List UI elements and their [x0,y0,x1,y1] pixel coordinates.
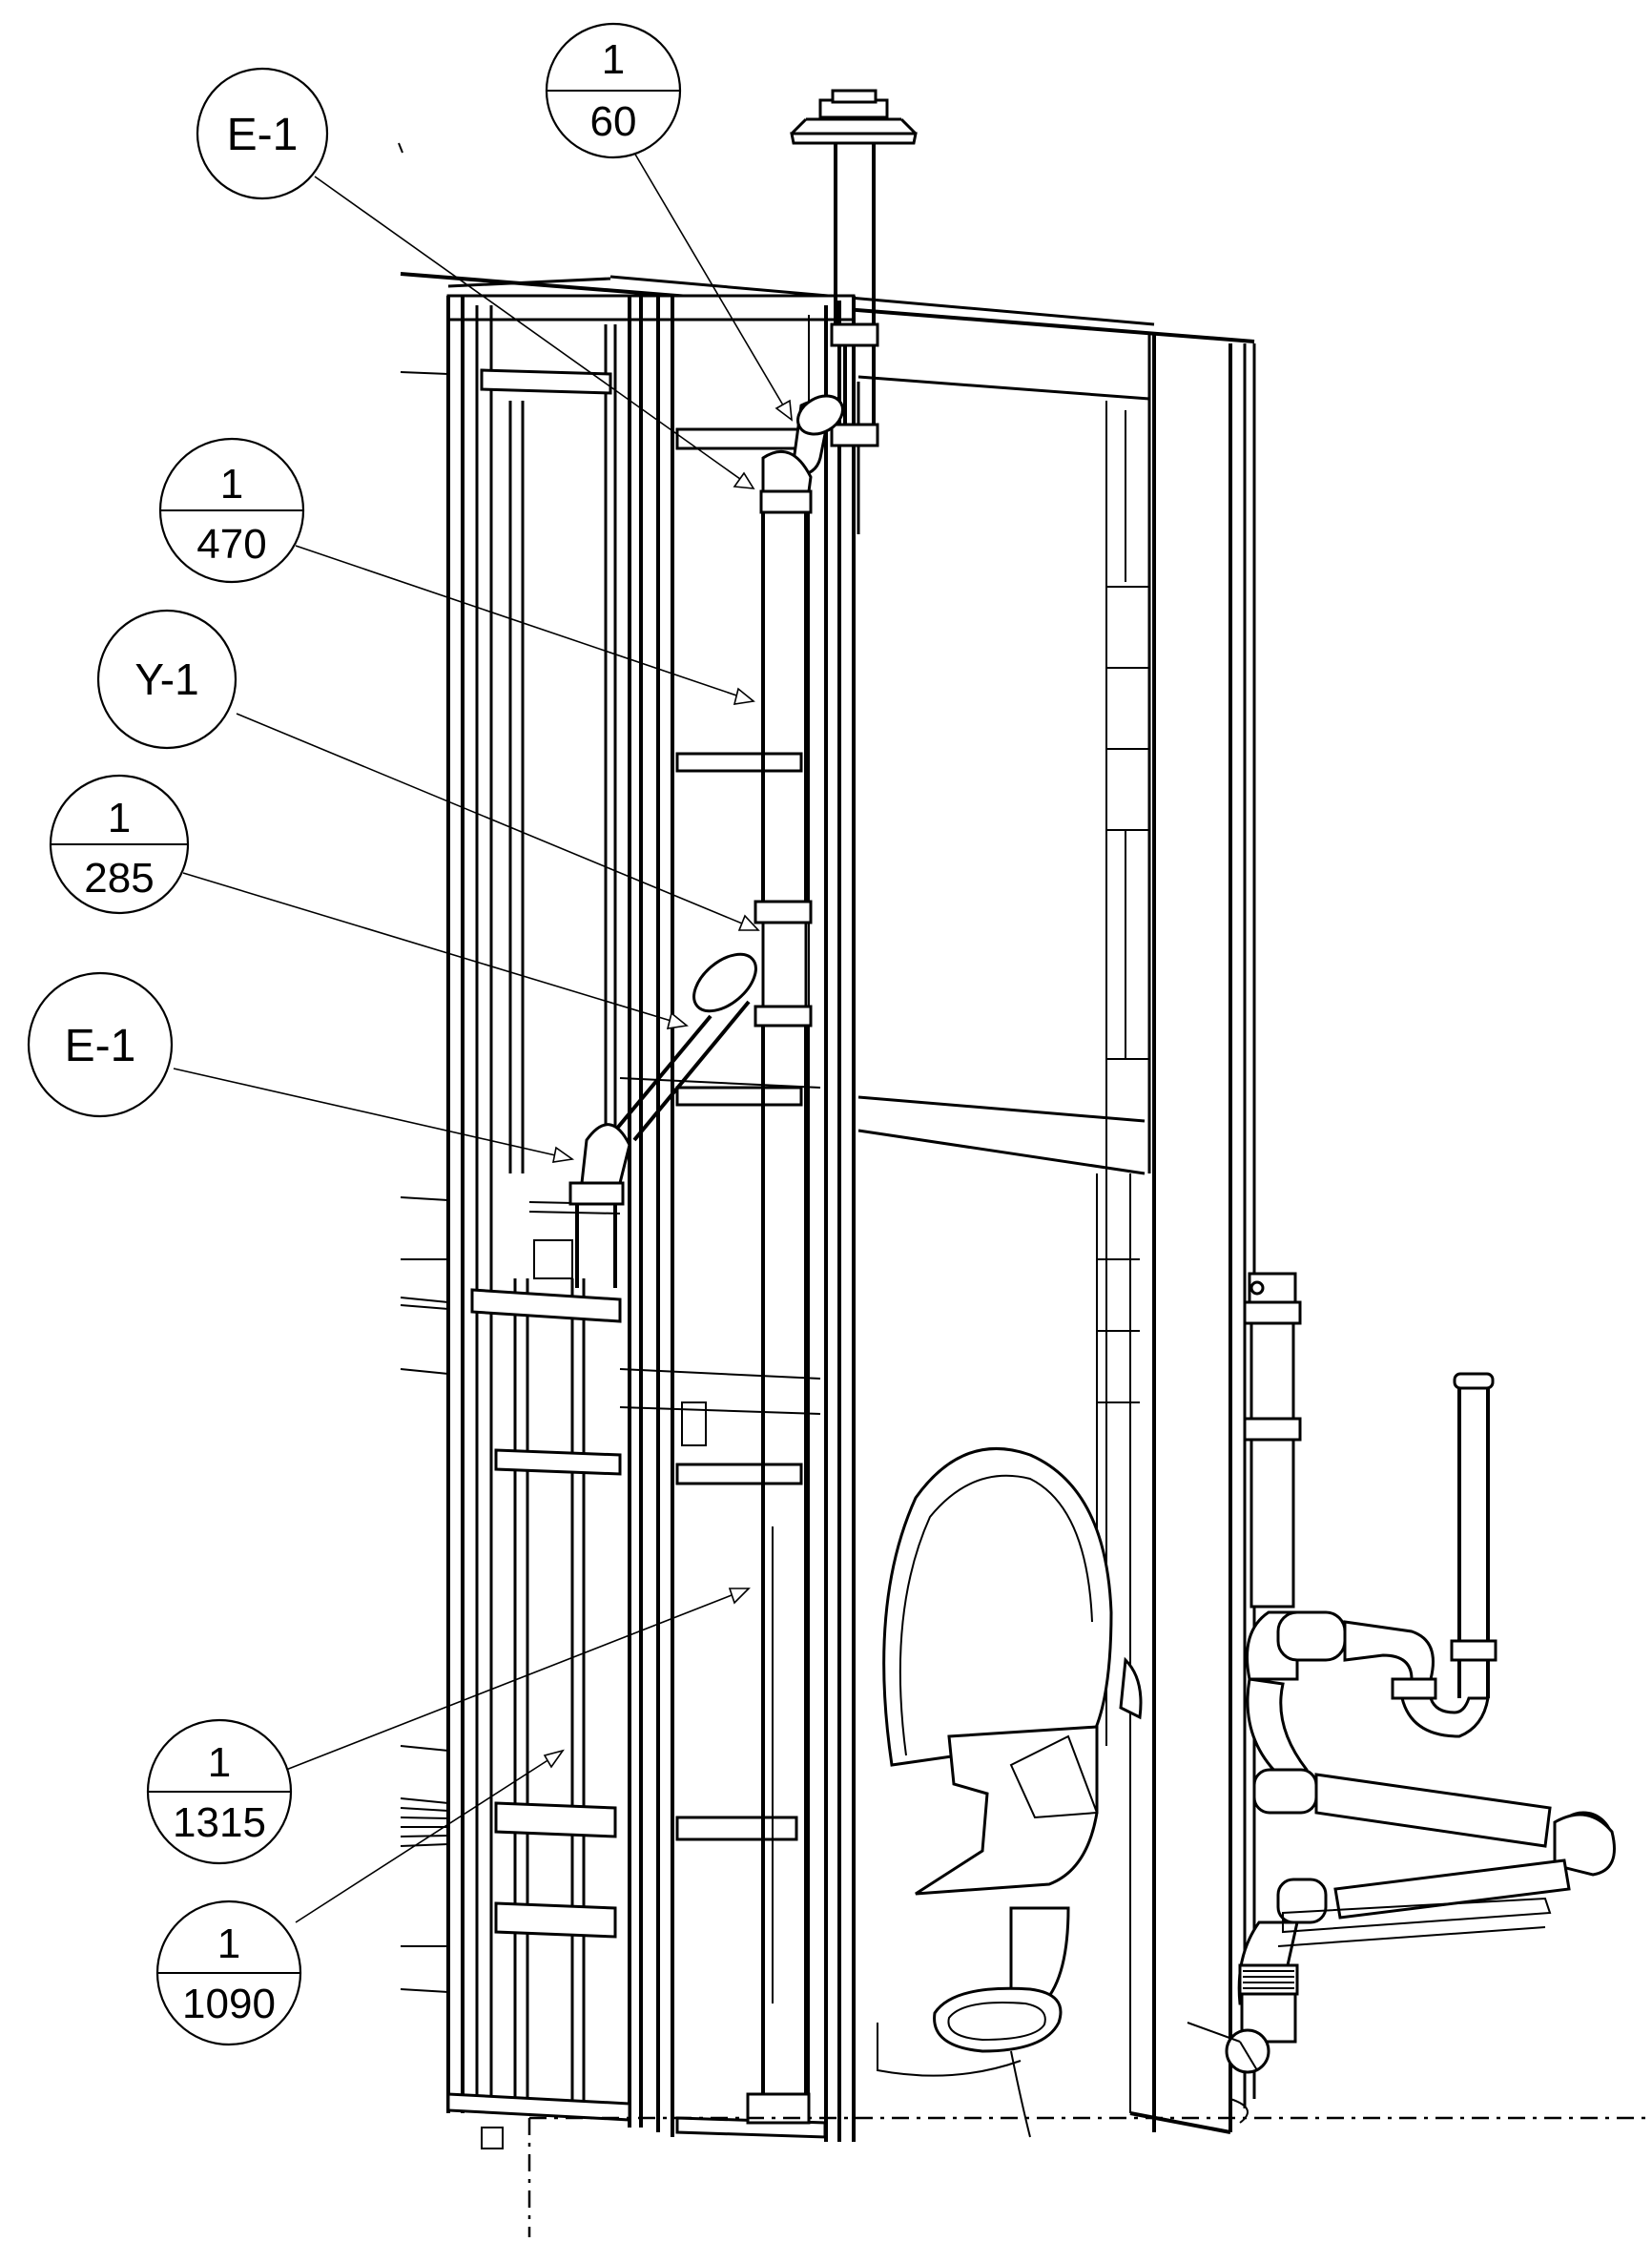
drain-assembly [1187,1272,1616,2074]
floor-reference [527,2098,1652,2237]
back-wall-frame [400,272,1256,2134]
callout-e1-bottom: E-1 [27,971,174,1118]
callout-1-60: 1 60 [545,22,682,159]
callout-denominator: 285 [84,855,154,902]
callout-numerator: 1 [208,1739,231,1786]
left-wall-stubs [398,142,449,1993]
steel-frame-tower [446,277,856,2149]
callout-1-1315: 1 1315 [146,1718,293,1865]
toilet-fixture [877,1447,1143,2138]
callout-denominator: 1315 [173,1799,266,1846]
callout-numerator: 1 [108,795,131,841]
callout-y1: Y-1 [96,609,237,750]
vent-stack [568,89,918,2125]
callout-numerator: 1 [602,36,625,83]
callout-numerator: 1 [220,461,243,508]
callout-1-1090: 1 1090 [155,1899,302,2046]
callout-denominator: 60 [590,98,637,145]
callout-denominator: 470 [196,521,266,568]
callout-1-470: 1 470 [158,437,305,584]
callout-leaders [173,152,793,1923]
callout-1-285: 1 285 [49,774,190,915]
callout-label: Y-1 [134,654,198,704]
callout-numerator: 1 [217,1920,240,1967]
callout-e1-top: E-1 [196,67,329,200]
callout-label: E-1 [227,110,299,160]
callout-label: E-1 [65,1021,136,1071]
callout-denominator: 1090 [182,1981,276,2027]
